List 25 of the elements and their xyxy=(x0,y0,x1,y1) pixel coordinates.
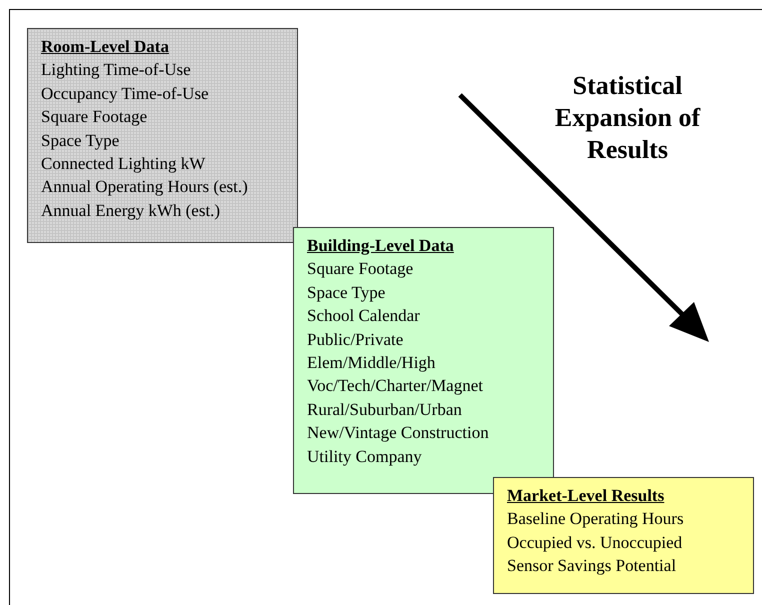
list-item: Occupancy Time-of-Use xyxy=(41,82,210,105)
list-item: New/Vintage Construction xyxy=(307,422,490,444)
list-item: Utility Company xyxy=(307,446,423,468)
list-item: Square Footage xyxy=(307,258,414,280)
market-results-box xyxy=(493,477,754,594)
list-item: Rural/Suburban/Urban xyxy=(307,398,463,421)
list-item: Square Footage xyxy=(41,106,148,128)
arrow-caption: Statistical Expansion of Results xyxy=(554,70,702,166)
box-heading: Building-Level Data xyxy=(307,235,455,257)
list-item: Space Type xyxy=(307,282,386,304)
list-item: Annual Operating Hours (est.) xyxy=(41,176,249,198)
list-item: Connected Lighting kW xyxy=(41,153,206,176)
list-item: Occupied vs. Unoccupied xyxy=(507,532,684,554)
list-item: School Calendar xyxy=(307,305,421,328)
list-item: Voc/Tech/Charter/Magnet xyxy=(307,375,484,398)
room-data-box xyxy=(27,28,298,243)
list-item: Baseline Operating Hours xyxy=(507,508,685,530)
list-item: Annual Energy kWh (est.) xyxy=(41,200,222,222)
list-item: Sensor Savings Potential xyxy=(507,555,678,578)
box-heading: Room-Level Data xyxy=(41,36,170,58)
box-heading: Market-Level Results xyxy=(507,485,666,507)
list-item: Elem/Middle/High xyxy=(307,352,436,374)
list-item: Public/Private xyxy=(307,328,404,351)
list-item: Space Type xyxy=(41,130,120,152)
list-item: Lighting Time-of-Use xyxy=(41,59,192,82)
